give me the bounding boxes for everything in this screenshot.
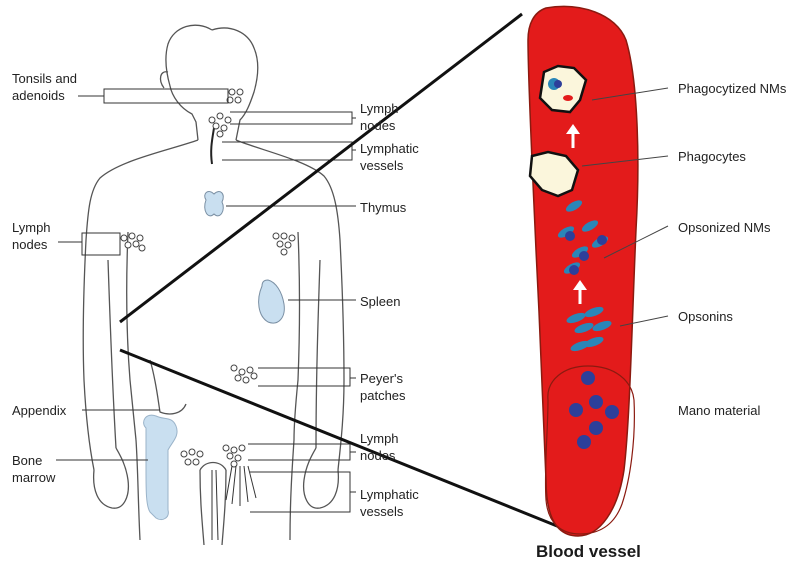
label-bone-marrow: Bone marrow: [12, 452, 55, 486]
label-phagocytized-nms: Phagocytized NMs: [678, 80, 786, 97]
spleen-shape: [259, 280, 285, 323]
label-lymph-nodes-neck: Lymph nodes: [360, 100, 399, 134]
thymus-shape: [205, 192, 224, 216]
leg-lymphatic-vessels: [212, 466, 256, 540]
label-appendix: Appendix: [12, 402, 66, 419]
femur-bone-shape: [144, 415, 177, 519]
label-lymphatic-vessels-leg: Lymphatic vessels: [360, 486, 419, 520]
label-lymphatic-vessels-neck: Lymphatic vessels: [360, 140, 419, 174]
label-nano-material: Mano material: [678, 402, 760, 419]
label-tonsils-adenoids: Tonsils and adenoids: [12, 70, 77, 104]
label-lymph-nodes-groin: Lymph nodes: [360, 430, 399, 464]
label-opsonized-nms: Opsonized NMs: [678, 219, 770, 236]
body-callout-lines: [56, 89, 356, 512]
blood-vessel: [528, 6, 638, 536]
label-thymus: Thymus: [360, 199, 406, 216]
label-phagocytes: Phagocytes: [678, 148, 746, 165]
label-opsonins: Opsonins: [678, 308, 733, 325]
blood-vessel-title: Blood vessel: [536, 542, 641, 562]
label-lymph-nodes-arm: Lymph nodes: [12, 219, 51, 253]
label-spleen: Spleen: [360, 293, 400, 310]
label-peyers-patches: Peyer's patches: [360, 370, 406, 404]
